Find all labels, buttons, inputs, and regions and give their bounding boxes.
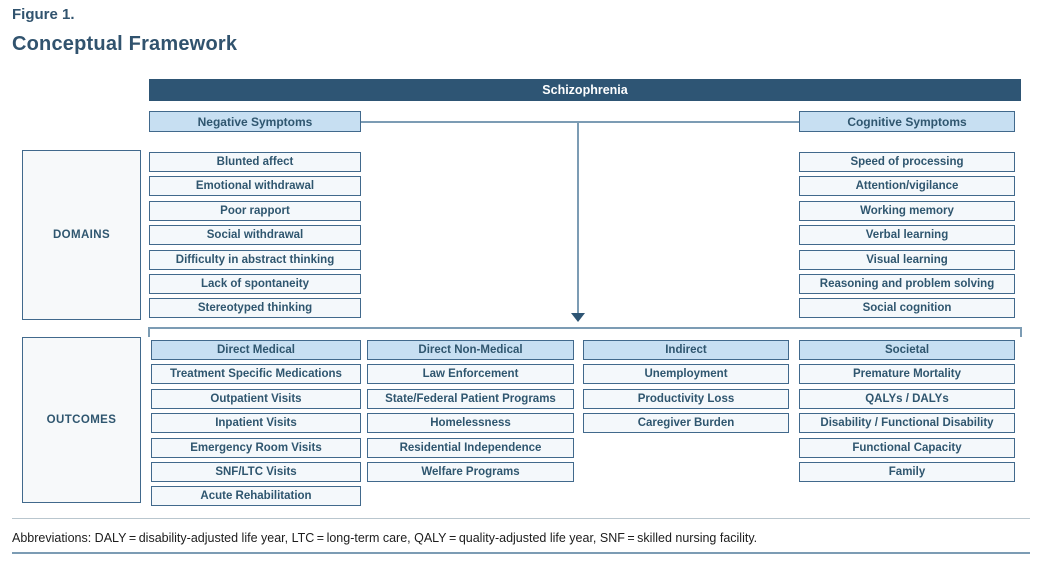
diagram-header-title: Schizophrenia bbox=[542, 83, 628, 97]
item-box: Law Enforcement bbox=[367, 364, 574, 385]
abbreviations-footnote: Abbreviations: DALY = disability-adjuste… bbox=[12, 531, 758, 545]
item-box: Productivity Loss bbox=[583, 388, 789, 409]
outcomes-bracket-line bbox=[148, 327, 1022, 329]
outcomes-bracket-left-tick bbox=[148, 327, 150, 337]
item-box: Unemployment bbox=[583, 364, 789, 385]
item-box: SNF/LTC Visits bbox=[151, 461, 361, 482]
item-box: Homelessness bbox=[367, 413, 574, 434]
item-box: State/Federal Patient Programs bbox=[367, 388, 574, 409]
item-box: Lack of spontaneity bbox=[149, 273, 361, 294]
item-box: Disability / Functional Disability bbox=[799, 413, 1015, 434]
outcomes-bracket-right-tick bbox=[1020, 327, 1022, 337]
item-box: Blunted affect bbox=[149, 152, 361, 172]
domains-label: DOMAINS bbox=[52, 229, 111, 241]
cognitive-symptoms-box: Cognitive Symptoms bbox=[799, 111, 1015, 132]
column-header-box: Indirect bbox=[583, 340, 789, 360]
item-box: Emergency Room Visits bbox=[151, 437, 361, 458]
item-box: Functional Capacity bbox=[799, 437, 1015, 458]
item-box: Poor rapport bbox=[149, 200, 361, 221]
footnote-divider-top bbox=[12, 518, 1030, 519]
cognitive-symptoms-label: Cognitive Symptoms bbox=[847, 114, 967, 129]
item-box: Residential Independence bbox=[367, 437, 574, 458]
horizontal-connector-line bbox=[361, 121, 799, 123]
vertical-connector-line bbox=[577, 121, 579, 314]
outcomes-label: OUTCOMES bbox=[46, 414, 117, 426]
column-header-box: Direct Medical bbox=[151, 340, 361, 360]
item-box: Social cognition bbox=[799, 298, 1015, 319]
item-box: Treatment Specific Medications bbox=[151, 364, 361, 385]
item-box: Family bbox=[799, 461, 1015, 482]
down-arrow-icon bbox=[571, 313, 585, 322]
negative-symptoms-label: Negative Symptoms bbox=[197, 114, 313, 129]
item-box: Visual learning bbox=[799, 249, 1015, 270]
item-box: Difficulty in abstract thinking bbox=[149, 249, 361, 270]
outcomes-side-panel: OUTCOMES bbox=[22, 337, 141, 503]
domains-side-panel: DOMAINS bbox=[22, 150, 141, 320]
column-header-box: Societal bbox=[799, 340, 1015, 360]
negative-symptoms-box: Negative Symptoms bbox=[149, 111, 361, 132]
item-box: Outpatient Visits bbox=[151, 388, 361, 409]
item-box: Working memory bbox=[799, 200, 1015, 221]
item-box: Reasoning and problem solving bbox=[799, 273, 1015, 294]
page-title: Conceptual Framework bbox=[12, 33, 238, 55]
item-box: Acute Rehabilitation bbox=[151, 486, 361, 507]
item-box: Caregiver Burden bbox=[583, 413, 789, 434]
item-box: Emotional withdrawal bbox=[149, 176, 361, 197]
item-box: QALYs / DALYs bbox=[799, 388, 1015, 409]
item-box: Attention/vigilance bbox=[799, 176, 1015, 197]
item-box: Premature Mortality bbox=[799, 364, 1015, 385]
item-box: Welfare Programs bbox=[367, 461, 574, 482]
item-box: Speed of processing bbox=[799, 152, 1015, 172]
item-box: Social withdrawal bbox=[149, 225, 361, 246]
item-box: Stereotyped thinking bbox=[149, 298, 361, 319]
footnote-divider-bottom bbox=[12, 552, 1030, 554]
column-header-box: Direct Non-Medical bbox=[367, 340, 574, 360]
item-box: Verbal learning bbox=[799, 225, 1015, 246]
item-box: Inpatient Visits bbox=[151, 413, 361, 434]
diagram-header-bar: Schizophrenia bbox=[149, 79, 1021, 101]
figure-label: Figure 1. bbox=[12, 6, 75, 23]
